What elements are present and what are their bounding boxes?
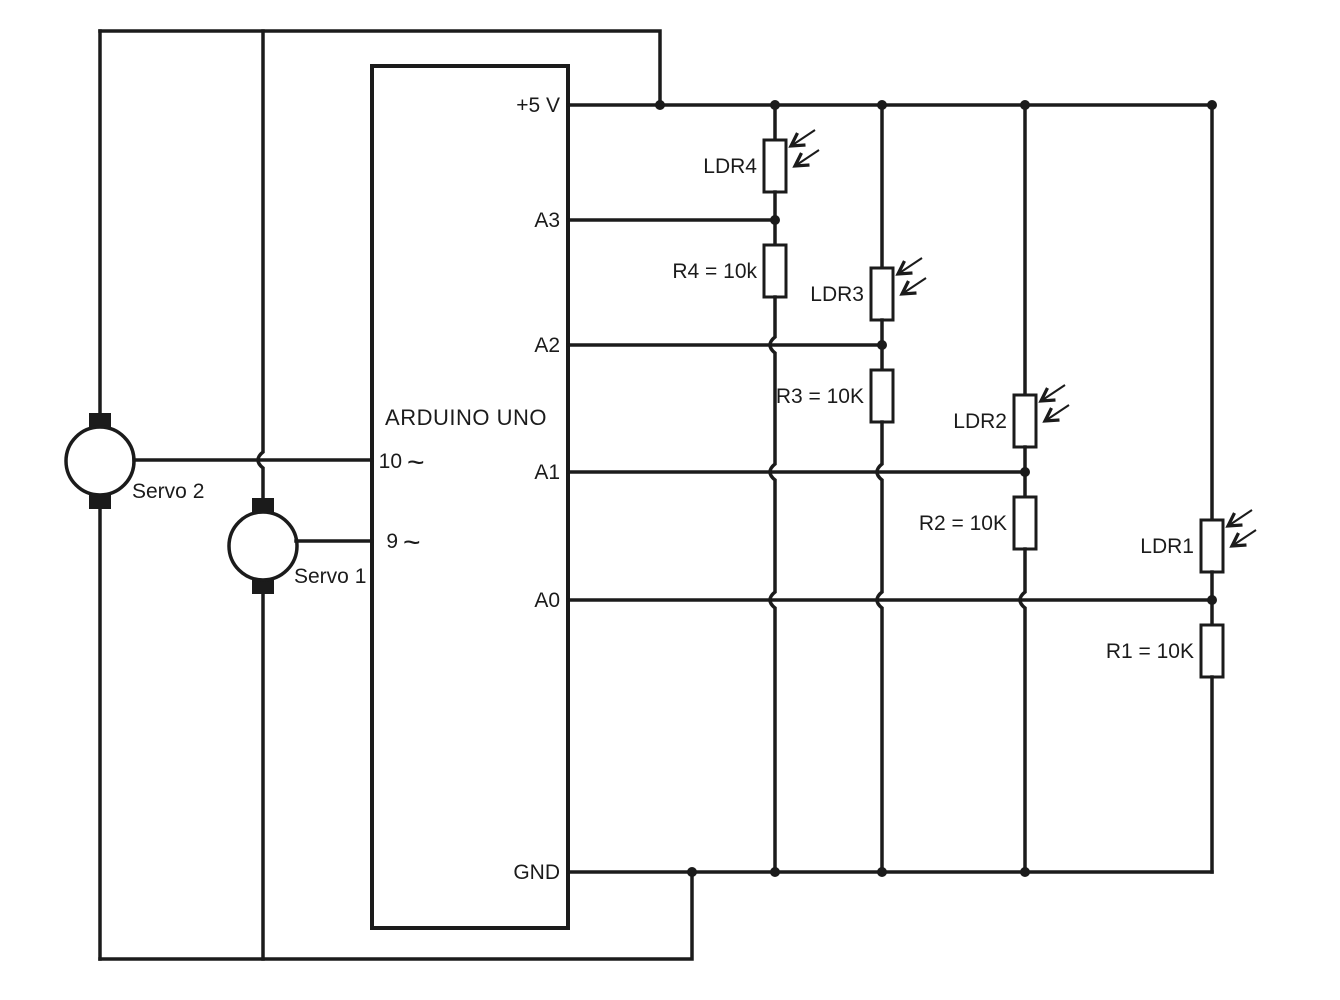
ldr2-label: LDR2 xyxy=(953,410,1007,433)
junction-dot xyxy=(877,867,887,877)
servo1-symbol xyxy=(227,498,299,594)
rail-wires xyxy=(566,103,1214,874)
wire-bottom-gnd-loop xyxy=(98,870,694,961)
ldr1-label: LDR1 xyxy=(1140,535,1194,558)
resistor-r4-label: R4 = 10k xyxy=(672,260,757,283)
pin-label-gnd: GND xyxy=(513,861,560,884)
resistor-r3-label: R3 = 10K xyxy=(776,385,864,408)
junction-dot xyxy=(770,100,780,110)
ldr1-symbol xyxy=(1199,518,1225,574)
junction-dot xyxy=(1020,867,1030,877)
pwm-tilde-10: ~ xyxy=(407,446,425,479)
pin-label-10: 10 xyxy=(379,450,402,473)
ldr4-label: LDR4 xyxy=(703,155,757,178)
ldr1-light-arrow-icon xyxy=(1229,529,1257,548)
junction-dot-a1 xyxy=(1020,467,1030,477)
junction-dot-a0 xyxy=(1207,595,1217,605)
pin-label-a1: A1 xyxy=(534,461,560,484)
pin-label-9: 9 xyxy=(386,530,398,553)
resistor-r2-label: R2 = 10K xyxy=(919,512,1007,535)
ldr3-light-arrow-icon xyxy=(895,257,923,276)
pwm-tilde-9: ~ xyxy=(403,526,421,559)
servo2-symbol xyxy=(64,413,136,509)
pin-label-a2: A2 xyxy=(534,334,560,357)
ldr2-symbol xyxy=(1012,393,1038,449)
junction-dot xyxy=(687,867,697,877)
resistor-r1-symbol xyxy=(1199,623,1225,679)
junction-dot-a3 xyxy=(770,215,780,225)
ldr3-label: LDR3 xyxy=(810,283,864,306)
divider-chain-ldr4 xyxy=(762,103,820,874)
pin-label-a3: A3 xyxy=(534,209,560,232)
junction-dot xyxy=(877,100,887,110)
ldr2-light-arrow-icon xyxy=(1038,384,1066,403)
servo1-label: Servo 1 xyxy=(294,565,366,588)
ldr3-light-arrow-icon xyxy=(899,277,927,296)
junction-dot xyxy=(1207,100,1217,110)
junction-dot xyxy=(770,867,780,877)
pin-label-5v: +5 V xyxy=(516,94,560,117)
junction-dot xyxy=(1020,100,1030,110)
ldr2-light-arrow-icon xyxy=(1042,404,1070,423)
ldr3-symbol xyxy=(869,266,895,322)
arduino-title: ARDUINO UNO xyxy=(385,405,547,430)
ldr4-light-arrow-icon xyxy=(788,129,816,148)
resistor-r2-symbol xyxy=(1012,495,1038,551)
divider-chain-ldr1 xyxy=(1199,103,1257,874)
servo2-label: Servo 2 xyxy=(132,480,204,503)
wire-chain2-bottom xyxy=(875,420,884,874)
divider-chain-ldr3 xyxy=(869,103,927,874)
ldr4-light-arrow-icon xyxy=(792,149,820,168)
resistor-r3-symbol xyxy=(869,368,895,424)
wire-chain1-bottom xyxy=(768,295,777,874)
servo2-motor-icon xyxy=(64,425,136,497)
arduino-box xyxy=(370,64,570,930)
resistor-r4-symbol xyxy=(762,243,788,299)
pin-label-a0: A0 xyxy=(534,589,560,612)
junction-dot-a2 xyxy=(877,340,887,350)
ldr1-light-arrow-icon xyxy=(1225,509,1253,528)
wire-servo1-top xyxy=(256,29,265,500)
arduino-uno-board: ARDUINO UNO +5 V A3 A2 A1 A0 GND 10 ~ 9 … xyxy=(370,64,570,930)
wire-chain3-bottom xyxy=(1018,547,1027,874)
junction-dots xyxy=(655,100,1217,877)
servo1-motor-icon xyxy=(227,510,299,582)
junction-dot xyxy=(655,100,665,110)
wire-top-5v-loop xyxy=(98,29,662,107)
resistor-r1-label: R1 = 10K xyxy=(1106,640,1194,663)
divider-chain-ldr2 xyxy=(1012,103,1070,874)
ldr4-symbol xyxy=(762,138,788,194)
